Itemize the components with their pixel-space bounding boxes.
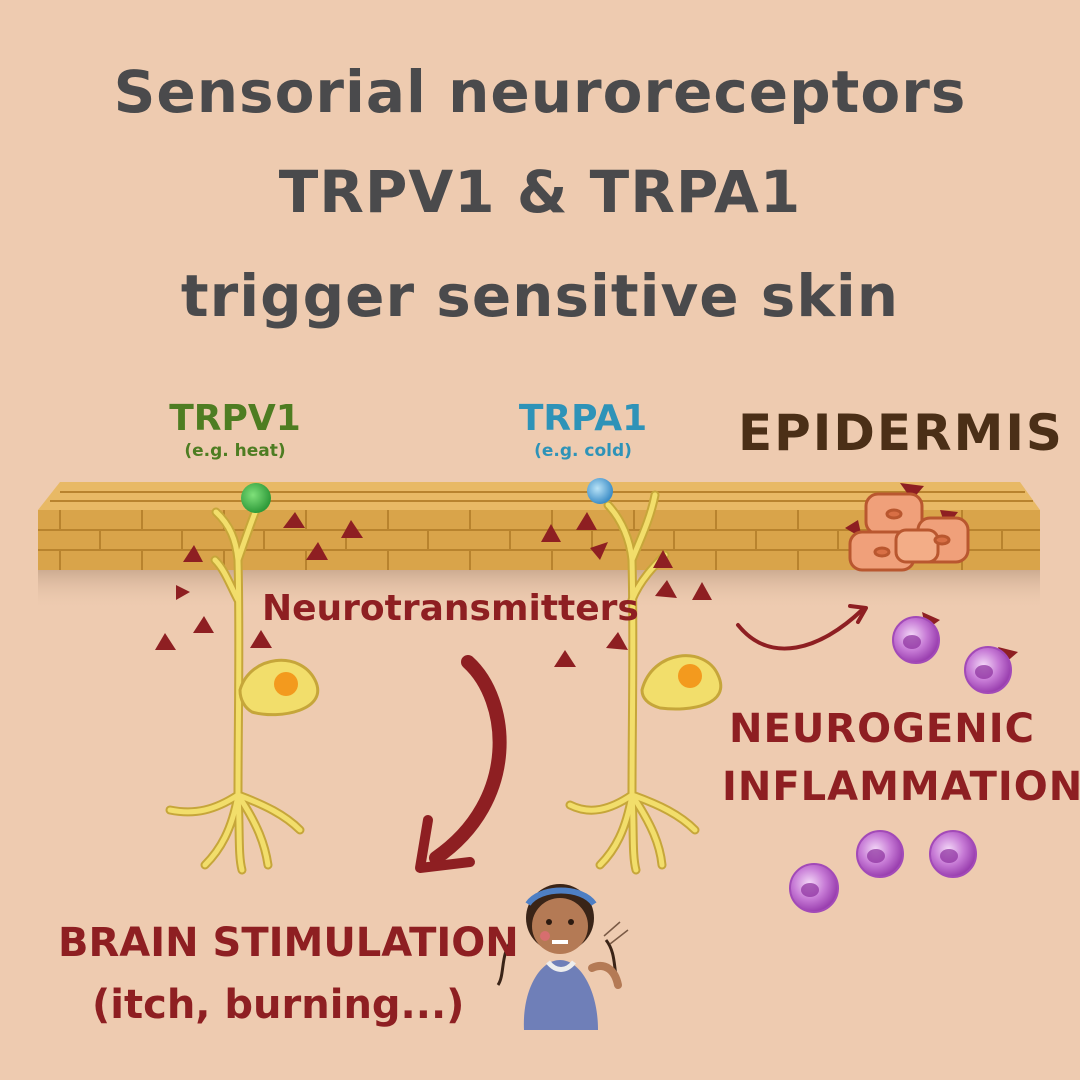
brain-arrowhead — [415, 815, 475, 873]
neuron-trpa1-fill — [567, 492, 698, 873]
brain-stimulation-sublabel: (itch, burning...) — [92, 982, 465, 1028]
brain-arrow — [429, 655, 507, 865]
trpv1-example: (e.g. heat) — [184, 441, 286, 461]
trpa1-name: TRPA1 — [518, 398, 648, 439]
trpv1-name: TRPV1 — [169, 398, 301, 439]
brain-stimulation-label: BRAIN STIMULATION — [58, 920, 519, 966]
trpa1-example: (e.g. cold) — [534, 441, 632, 461]
inflammation-arrow — [736, 608, 864, 651]
itching-girl-illustration — [496, 884, 629, 1030]
trpv1-receptor-dot — [241, 483, 271, 513]
neurotransmitters-label: Neurotransmitters — [262, 588, 639, 629]
neuron-trpv1-nucleus — [274, 672, 298, 696]
neurogenic-label-line-2: INFLAMMATION — [722, 764, 1080, 810]
inflammation-arrowhead — [848, 604, 868, 624]
trpa1-label: TRPA1 (e.g. cold) — [508, 398, 658, 461]
neurogenic-label-line-1: NEUROGENIC — [729, 706, 1035, 752]
neuron-trpa1-nucleus — [678, 664, 702, 688]
title-line-2: TRPV1 & TRPA1 — [278, 158, 802, 226]
neuron-trpv1-fill — [167, 502, 303, 873]
epidermis-cells — [848, 492, 970, 572]
title-line-1: Sensorial neuroreceptors — [113, 58, 967, 126]
title-line-3: trigger sensitive skin — [180, 262, 900, 330]
epidermis-label: EPIDERMIS — [738, 404, 1064, 462]
trpa1-receptor-dot — [587, 478, 613, 504]
neurotransmitter-triangles — [155, 483, 1018, 667]
trpv1-label: TRPV1 (e.g. heat) — [160, 398, 310, 461]
